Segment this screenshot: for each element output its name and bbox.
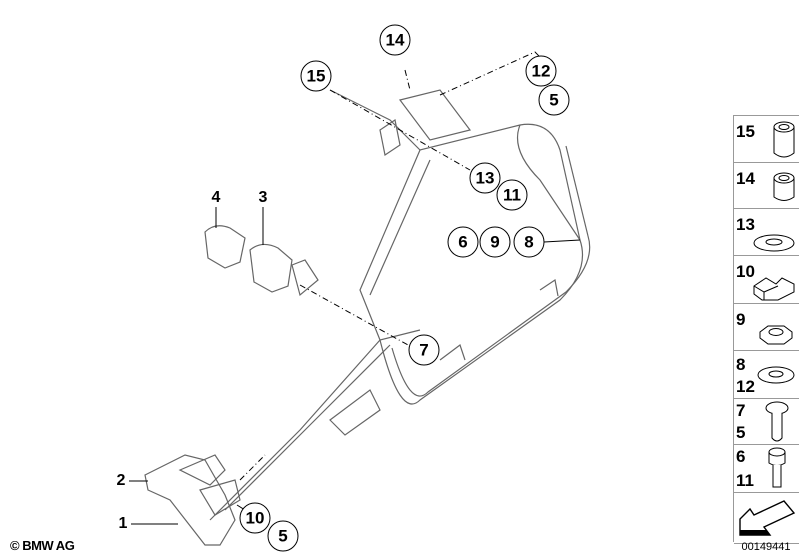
- callout-5-top: 5: [538, 84, 570, 116]
- callout-13: 13: [469, 162, 501, 194]
- hex-nut-icon: [759, 325, 793, 345]
- legend-number: 13: [736, 215, 755, 234]
- legend-number: 8: [736, 355, 746, 374]
- callout-10: 10: [239, 502, 271, 534]
- legend-cell-10: 10: [734, 255, 799, 304]
- label-2: 2: [116, 472, 126, 489]
- legend-cell-14: 14: [734, 162, 799, 209]
- legend-cell-7-5: 7 5: [734, 398, 799, 445]
- legend-cell-8-12: 8 12: [734, 350, 799, 399]
- legend-number: 10: [736, 262, 755, 281]
- legend-number: 9: [736, 310, 746, 329]
- clip-nut-icon: [753, 277, 795, 301]
- legend-number: 11: [736, 471, 754, 490]
- legend-cell-6-11: 6 11: [734, 444, 799, 493]
- parts-legend-panel: 15 14 13 10 9 8 12 7 5 6 11: [733, 115, 799, 544]
- legend-cell-15: 15: [734, 115, 799, 163]
- legend-number: 15: [736, 122, 755, 141]
- image-id: 00149441: [741, 541, 791, 553]
- legend-number: 5: [736, 423, 746, 442]
- label-1: 1: [118, 515, 128, 532]
- legend-cell-9: 9: [734, 303, 799, 351]
- callout-14: 14: [379, 24, 411, 56]
- legend-number: 12: [736, 377, 755, 396]
- legend-cell-view-arrow: [734, 492, 799, 544]
- callout-9: 9: [479, 226, 511, 258]
- short-spacer-icon: [773, 172, 795, 201]
- socket-head-bolt-icon: [768, 447, 786, 488]
- legend-cell-13: 13: [734, 208, 799, 256]
- label-4: 4: [211, 189, 221, 206]
- label-3: 3: [258, 189, 268, 206]
- legend-number: 6: [736, 447, 746, 466]
- legend-number: 7: [736, 401, 746, 420]
- frame-tube: [209, 329, 421, 521]
- copyright: © BMW AG: [10, 538, 75, 553]
- callout-7: 7: [408, 334, 440, 366]
- washer-icon: [757, 366, 795, 384]
- callout-8: 8: [513, 226, 545, 258]
- callout-5-bottom: 5: [267, 520, 299, 552]
- callout-12: 12: [525, 55, 557, 87]
- washer-icon: [753, 234, 795, 252]
- callout-15: 15: [300, 60, 332, 92]
- callout-6: 6: [447, 226, 479, 258]
- spacer-sleeve-icon: [773, 121, 795, 158]
- callout-11: 11: [496, 179, 528, 211]
- legend-number: 14: [736, 169, 755, 188]
- pan-head-screw-icon: [765, 401, 789, 442]
- frame-drawing: [129, 51, 591, 546]
- view-direction-arrow-icon: [739, 500, 796, 536]
